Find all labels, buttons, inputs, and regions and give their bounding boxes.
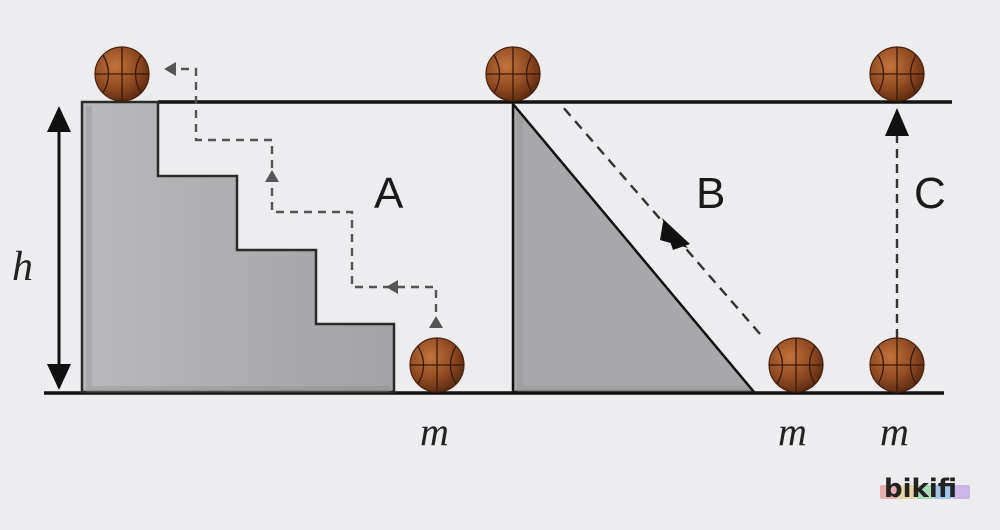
- path-a-arrowhead-4: [164, 62, 176, 76]
- path-b-label: B: [696, 169, 725, 218]
- ball-c-top: [869, 46, 925, 102]
- path-c-arrowhead: [885, 108, 909, 136]
- ball-b-top: [485, 46, 541, 102]
- mass-label-a: m: [420, 409, 449, 454]
- height-arrow: [47, 106, 71, 390]
- watermark-bar: [952, 485, 970, 499]
- ball-b-bottom: [768, 337, 824, 393]
- watermark-bar: [916, 485, 934, 499]
- watermark-bar: [880, 485, 898, 499]
- watermark-bar: [934, 485, 952, 499]
- watermark-logo: bikifi: [884, 474, 957, 504]
- path-a-arrowhead-2: [386, 280, 398, 294]
- ramp-block: [511, 100, 757, 394]
- path-a-arrowhead-3: [265, 170, 279, 182]
- path-a-arrowhead-1: [429, 316, 443, 328]
- path-c-label: C: [914, 169, 946, 218]
- ball-a-top: [94, 46, 150, 102]
- staircase-block: [80, 100, 396, 394]
- mass-label-b: m: [778, 409, 807, 454]
- path-a-label: A: [374, 169, 404, 218]
- ball-a-bottom: [409, 337, 465, 393]
- mass-label-c: m: [880, 409, 909, 454]
- watermark-bar: [898, 485, 916, 499]
- height-label: h: [12, 244, 33, 290]
- ball-c-bottom: [869, 337, 925, 393]
